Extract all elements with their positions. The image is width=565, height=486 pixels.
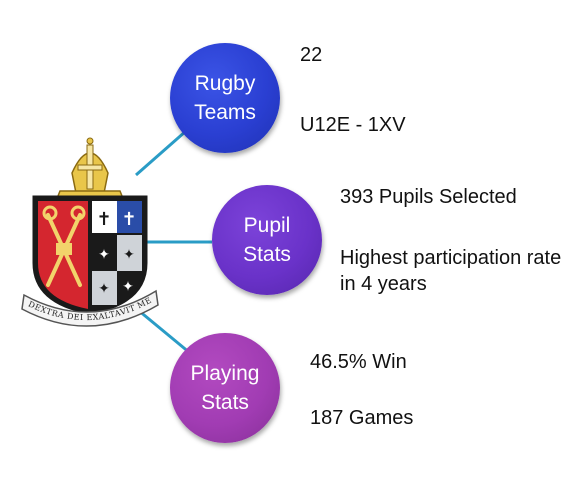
rugby-teams-label-line2: Teams [194, 101, 256, 124]
win-percentage: 46.5% Win [310, 351, 407, 373]
connector-rugby [135, 129, 187, 177]
shield-icon: ✝ ✝ ✦ ✦ ✦ ✦ [32, 195, 148, 315]
playing-stats-circle: Playing Stats [170, 333, 280, 443]
participation-rate: Highest participation rate in 4 years [340, 247, 562, 295]
connector-playing [137, 308, 191, 355]
pupil-stats-label-line1: Pupil [243, 214, 291, 237]
rugby-teams-range: U12E - 1XV [300, 114, 406, 136]
pupil-stats-label-line2: Stats [243, 243, 291, 266]
games-played: 187 Games [310, 407, 414, 429]
pupil-stats-circle: Pupil Stats [212, 185, 322, 295]
svg-text:✦: ✦ [123, 247, 135, 263]
school-crest-icon: ✝ ✝ ✦ ✦ ✦ ✦ DEXTRA DEI EXALTAVIT ME [21, 137, 159, 327]
svg-text:✦: ✦ [122, 279, 134, 295]
rugby-teams-label-line1: Rugby [194, 72, 256, 95]
rugby-teams-circle: Rugby Teams [170, 43, 280, 153]
svg-text:✝: ✝ [121, 209, 136, 230]
svg-text:✦: ✦ [98, 281, 110, 297]
playing-stats-label-line2: Stats [201, 391, 249, 414]
svg-text:✦: ✦ [98, 247, 110, 263]
pupils-selected: 393 Pupils Selected [340, 186, 517, 208]
playing-stats-label-line1: Playing [190, 362, 260, 385]
rugby-teams-count: 22 [300, 44, 323, 66]
svg-text:✝: ✝ [96, 209, 111, 230]
